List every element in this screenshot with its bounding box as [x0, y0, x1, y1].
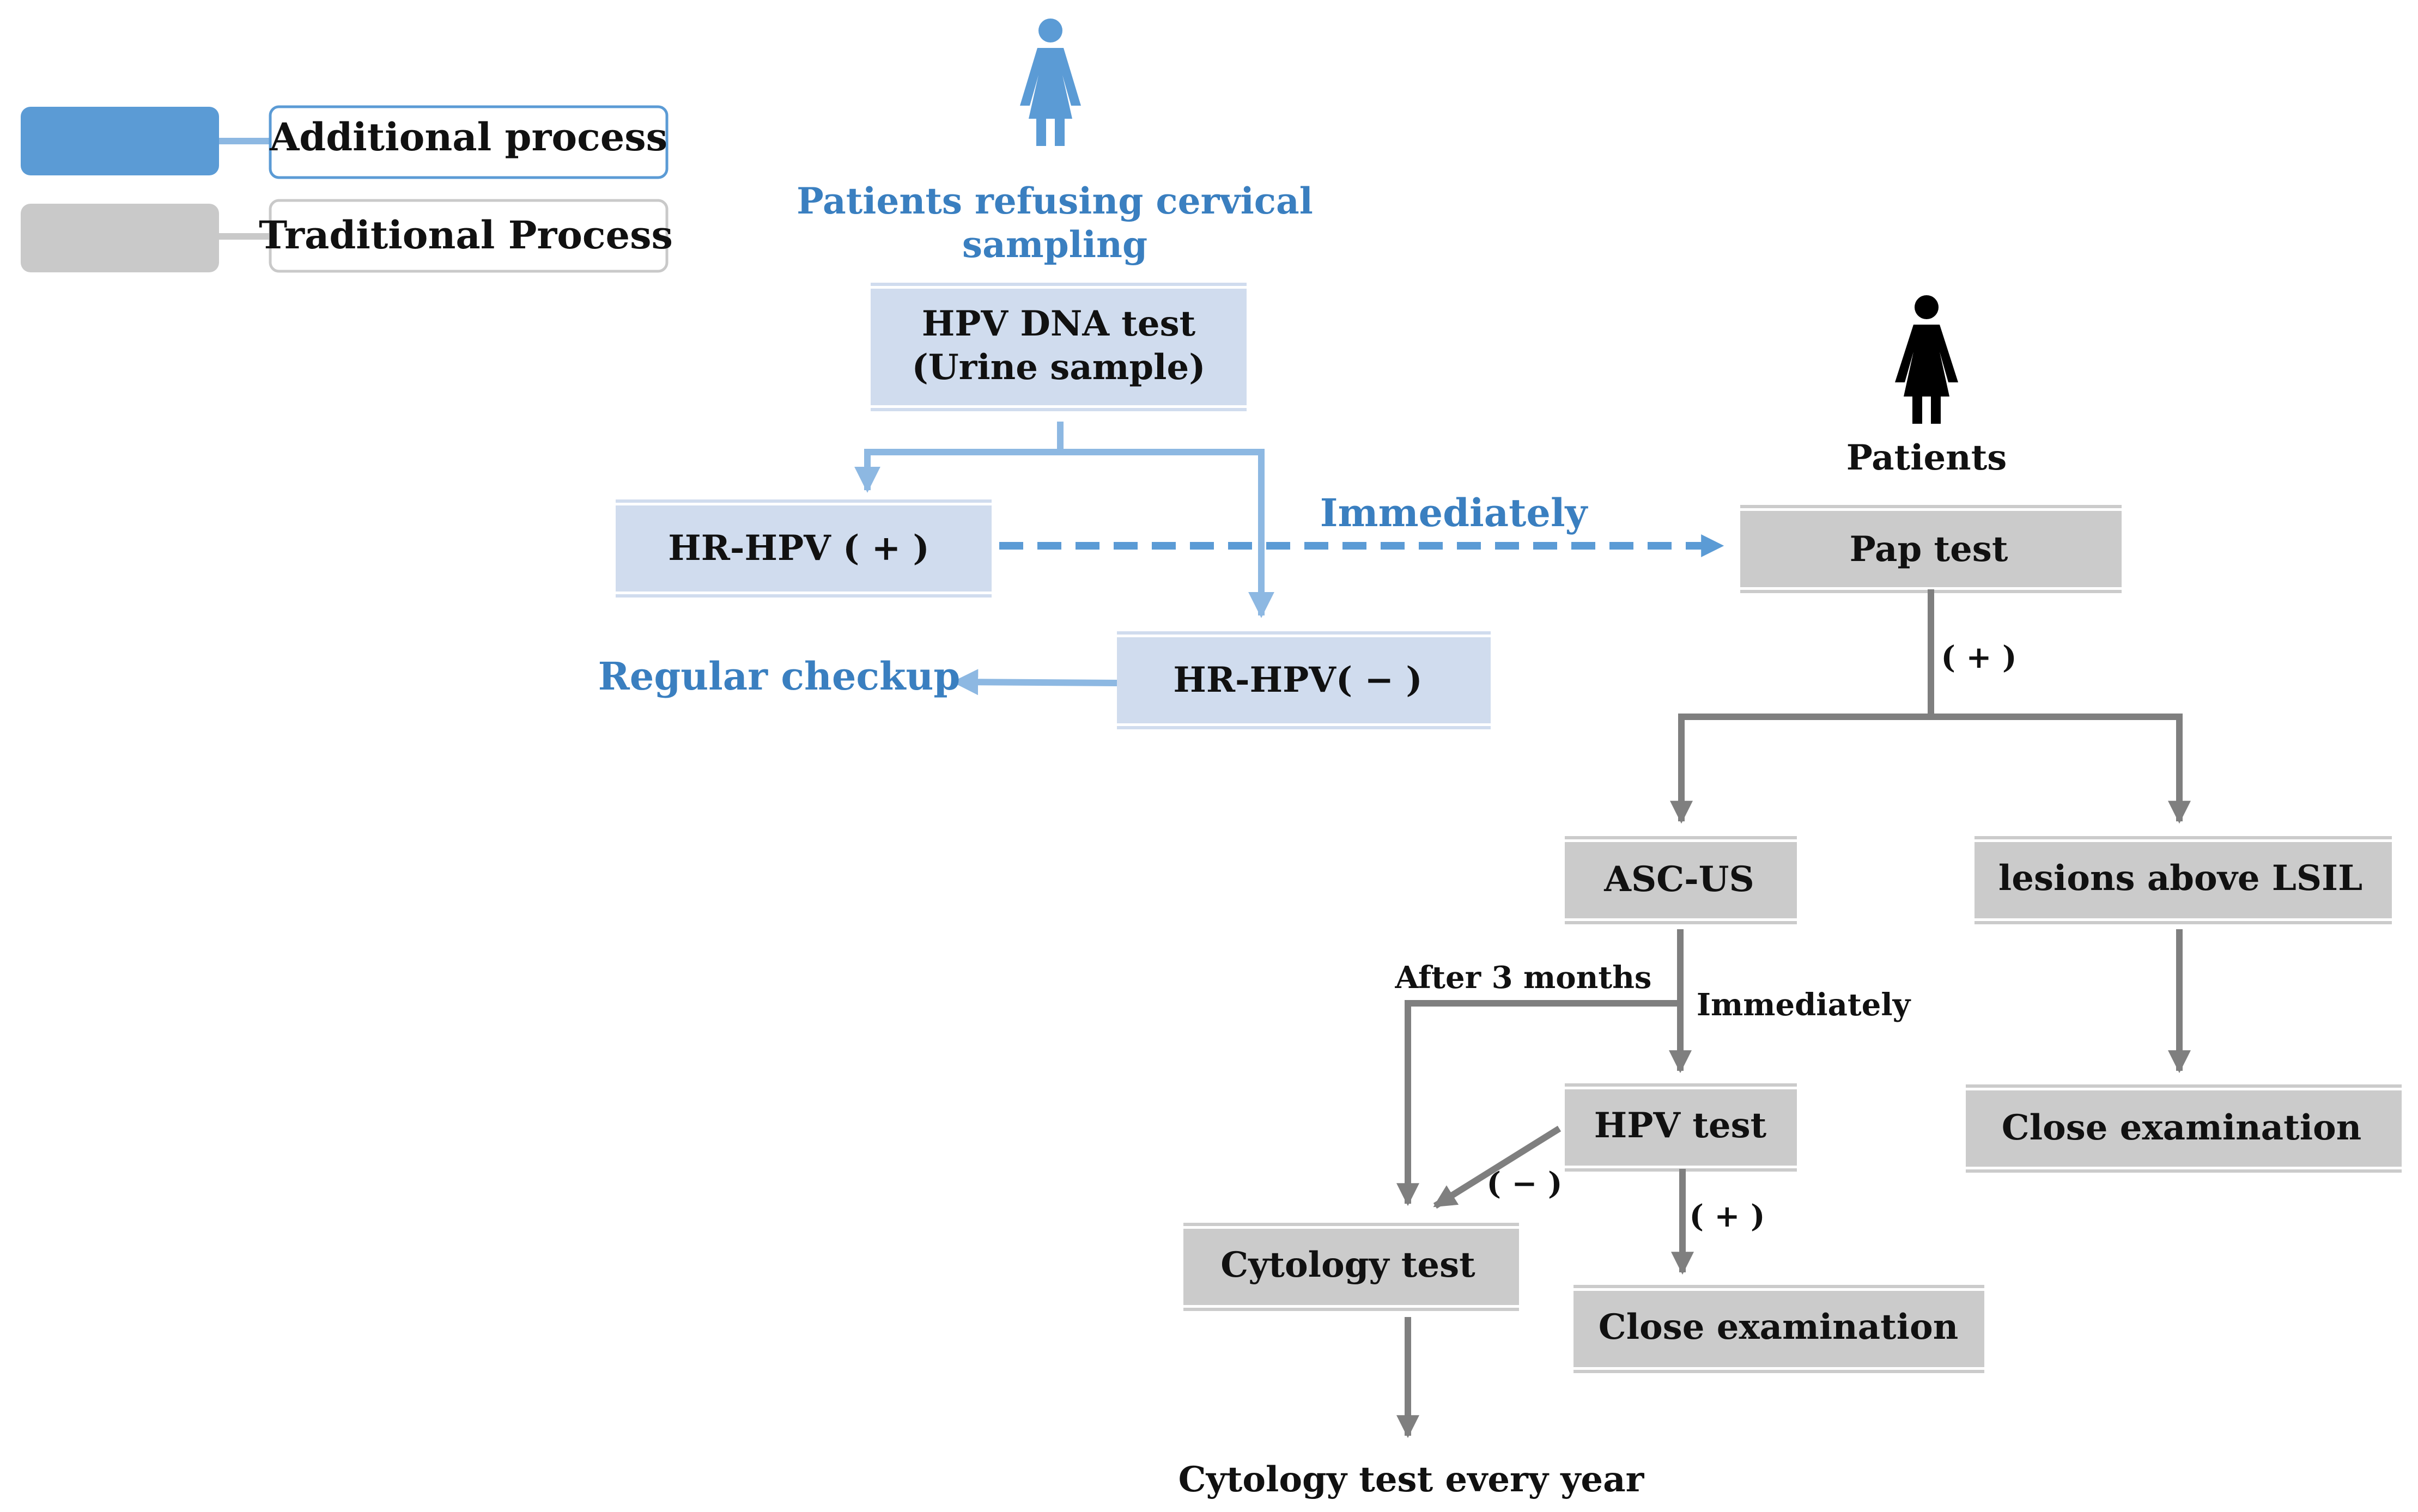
legend-swatch-additional [21, 107, 219, 175]
hpv-dna-test-sample-label: (Urine sample) [912, 347, 1206, 388]
after-3-months-label: After 3 months [1395, 960, 1652, 996]
close-examination-lesions-label: Close examination [2002, 1107, 2361, 1148]
immediately-label-additional: Immediately [1320, 490, 1589, 535]
hpv-test-negative-arrow [1433, 1125, 1562, 1209]
cytology-test-label: Cytology test [1220, 1245, 1475, 1285]
pap-to-lesions-connector [1931, 714, 2191, 824]
woman-figure-icon [1895, 295, 1958, 424]
cytology-yearly-label: Cytology test every year [1178, 1459, 1645, 1500]
legend: Additional process Traditional Process [21, 105, 673, 273]
pap-to-asc-us-connector [1670, 714, 1931, 824]
refusing-patients-label: Patients refusing cervical [797, 180, 1313, 222]
hpv-test-box: HPV test [1565, 1083, 1797, 1172]
cytology-test-box: Cytology test [1183, 1223, 1519, 1311]
legend-label-traditional: Traditional Process [259, 212, 673, 258]
hpv-dna-to-negative-connector [1060, 449, 1274, 618]
hpv-test-label: HPV test [1594, 1105, 1767, 1146]
asc-us-box: ASC-US [1565, 836, 1797, 924]
hr-hpv-positive-label: HR-HPV ( + ) [668, 528, 929, 569]
close-examination-lesions-box: Close examination [1966, 1084, 2402, 1173]
immediately-label-traditional: Immediately [1697, 987, 1911, 1023]
legend-box-additional [269, 105, 669, 179]
traditional-process: Patients Pap test ( + ) ASC-US lesions a… [1178, 295, 2402, 1500]
legend-swatch-traditional [21, 204, 219, 272]
hpv-dna-test-box: HPV DNA test (Urine sample) [871, 283, 1247, 411]
patients-label: Patients [1846, 437, 2007, 478]
hpv-dna-split-connector [854, 422, 1064, 493]
pap-test-label: Pap test [1850, 529, 2008, 570]
woman-figure-icon [1020, 19, 1081, 146]
regular-checkup-arrow [952, 669, 1117, 696]
asc-us-label: ASC-US [1603, 859, 1754, 900]
hr-hpv-negative-label: HR-HPV( − ) [1173, 660, 1422, 700]
pap-test-box: Pap test [1740, 505, 2122, 593]
hr-hpv-negative-box: HR-HPV( − ) [1117, 631, 1491, 729]
legend-box-traditional [269, 199, 669, 273]
close-examination-hpv-box: Close examination [1573, 1285, 1984, 1373]
hr-hpv-positive-box: HR-HPV ( + ) [616, 499, 992, 598]
lesions-above-lsil-label: lesions above LSIL [1998, 858, 2362, 899]
regular-checkup-label: Regular checkup [598, 654, 961, 699]
hpv-negative-label: ( − ) [1487, 1166, 1563, 1202]
pap-positive-label: ( + ) [1941, 639, 2017, 675]
hpv-positive-label: ( + ) [1690, 1198, 1765, 1234]
close-examination-hpv-label: Close examination [1599, 1307, 1958, 1348]
lesions-above-lsil-box: lesions above LSIL [1975, 836, 2392, 924]
refusing-patients-label-line2: sampling [962, 223, 1147, 266]
asc-us-after-3-months-connector [1396, 1000, 1680, 1206]
hpv-dna-test-label: HPV DNA test [922, 303, 1196, 344]
additional-process: Patients refusing cervical sampling HPV … [598, 19, 1724, 729]
legend-label-additional: Additional process [269, 114, 667, 160]
